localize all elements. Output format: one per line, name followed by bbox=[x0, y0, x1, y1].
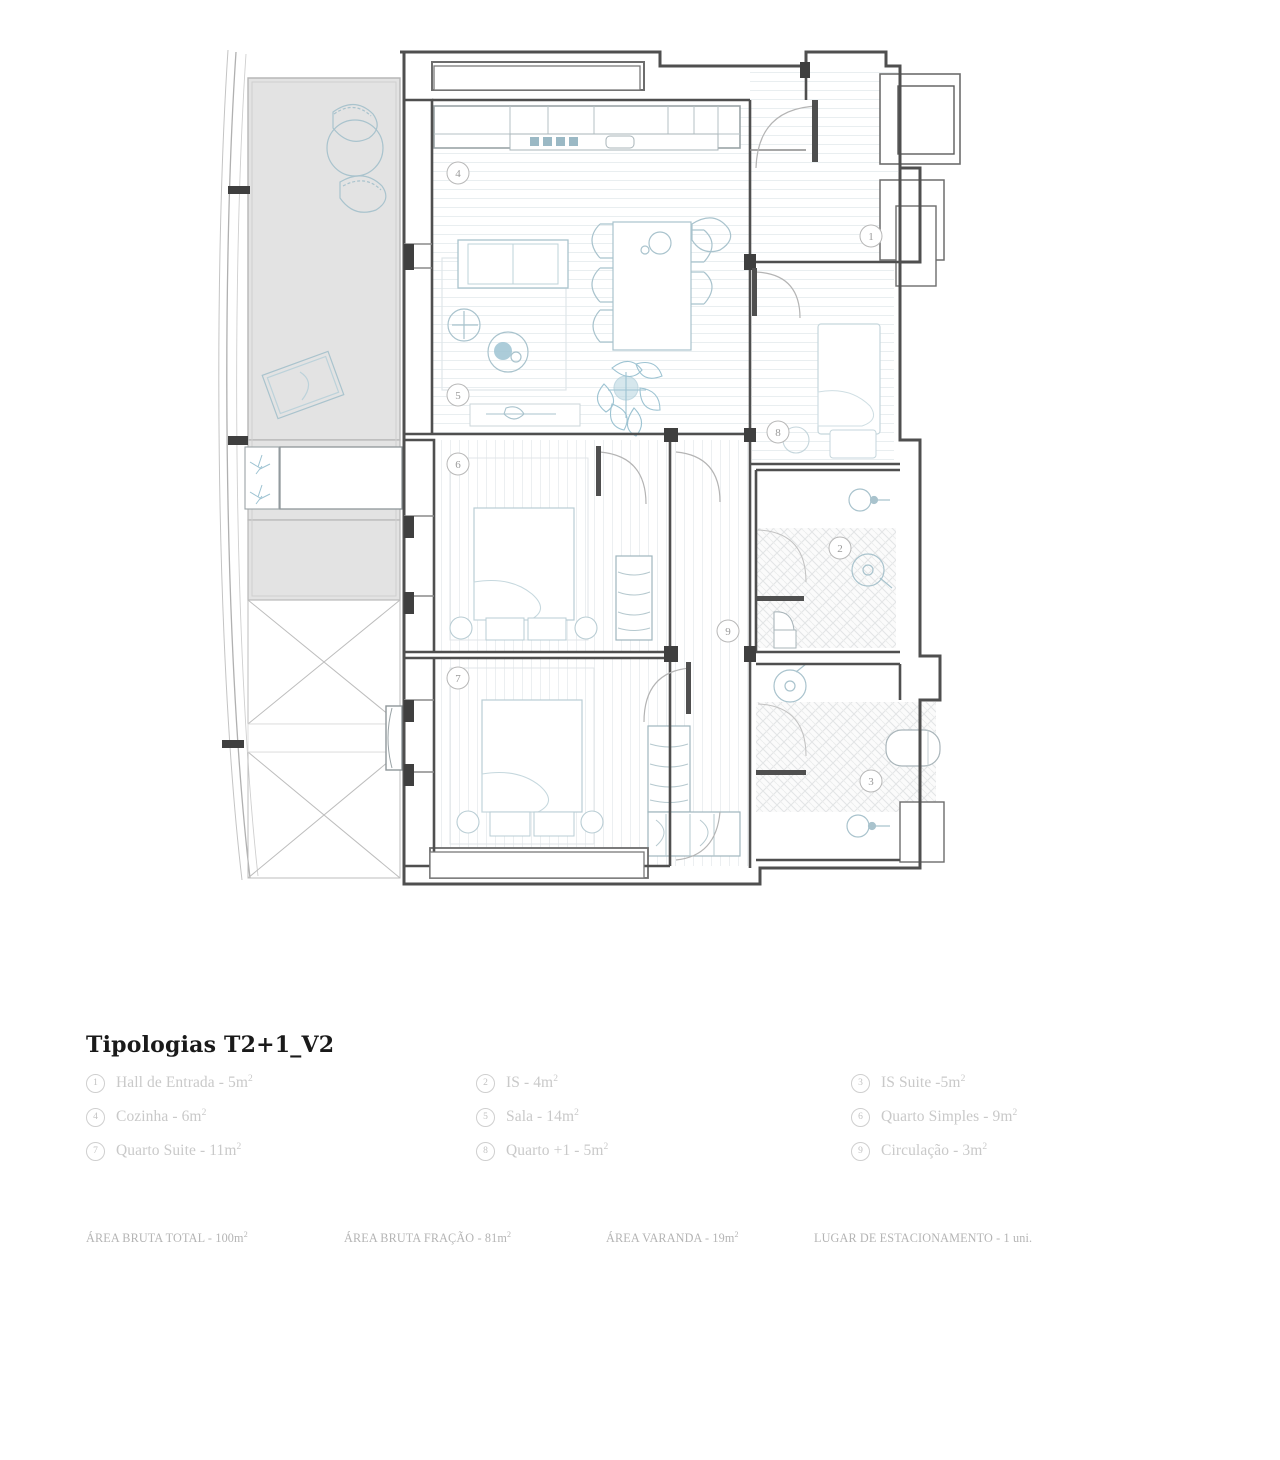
legend-label-6: Quarto Simples - 9m2 bbox=[881, 1108, 1018, 1126]
console-table bbox=[469, 403, 581, 427]
legend: Tipologias T2+1_V2 1 Hall de Entrada - 5… bbox=[86, 1032, 1196, 1161]
legend-badge-4: 4 bbox=[86, 1108, 105, 1127]
bathroom-is-suite bbox=[756, 663, 941, 838]
walls bbox=[400, 50, 942, 886]
balcony-varanda bbox=[218, 49, 403, 881]
bedroom-quarto-simples bbox=[449, 457, 653, 641]
legend-badge-7: 7 bbox=[86, 1142, 105, 1161]
suite-window bbox=[385, 705, 403, 771]
marker-2: 2 bbox=[828, 536, 852, 560]
legend-badge-1: 1 bbox=[86, 1074, 105, 1093]
interior-walls bbox=[404, 66, 902, 868]
sink-3 bbox=[846, 814, 890, 838]
total-lugar-estacionamento: LUGAR DE ESTACIONAMENTO - 1 uni. bbox=[814, 1231, 1033, 1246]
legend-badge-6: 6 bbox=[851, 1108, 870, 1127]
marker-8: 8 bbox=[766, 420, 790, 444]
total-area-bruta-fracao: ÁREA BRUTA FRAÇÃO - 81m2 bbox=[344, 1230, 512, 1246]
marker-6: 6 bbox=[446, 452, 470, 476]
bathtub-3 bbox=[885, 729, 941, 767]
legend-badge-3: 3 bbox=[851, 1074, 870, 1093]
svg-text:7: 7 bbox=[455, 673, 461, 685]
shower-2 bbox=[773, 611, 797, 649]
void-shaft-upper bbox=[247, 599, 401, 725]
sink-2 bbox=[848, 488, 890, 512]
svg-text:8: 8 bbox=[775, 427, 781, 439]
indoor-plant bbox=[596, 360, 663, 437]
marker-5: 5 bbox=[446, 383, 470, 407]
coffee-table-plant bbox=[487, 331, 529, 373]
legend-item-quarto-simples: 6 Quarto Simples - 9m2 bbox=[851, 1108, 1196, 1127]
marker-4: 4 bbox=[446, 161, 470, 185]
bathroom-is bbox=[756, 488, 893, 649]
legend-title: Tipologias T2+1_V2 bbox=[86, 1032, 335, 1058]
kitchen-counter bbox=[433, 105, 741, 151]
bed-single-8 bbox=[817, 323, 881, 459]
windows bbox=[429, 65, 645, 879]
legend-label-1: Hall de Entrada - 5m2 bbox=[116, 1074, 253, 1092]
legend-label-9: Circulação - 3m2 bbox=[881, 1142, 988, 1160]
legend-label-8: Quarto +1 - 5m2 bbox=[506, 1142, 609, 1160]
area-totals: ÁREA BRUTA TOTAL - 100m2 ÁREA BRUTA FRAÇ… bbox=[86, 1230, 1206, 1246]
wall-piers bbox=[404, 62, 810, 786]
marker-7: 7 bbox=[446, 666, 470, 690]
balcony-lounge-chair bbox=[261, 350, 345, 420]
wardrobe-6 bbox=[615, 555, 653, 641]
side-table bbox=[447, 308, 481, 342]
toilet-3 bbox=[773, 663, 807, 703]
legend-badge-8: 8 bbox=[476, 1142, 495, 1161]
svg-text:5: 5 bbox=[455, 390, 461, 402]
bed-double-7 bbox=[456, 699, 604, 837]
legend-label-2: IS - 4m2 bbox=[506, 1074, 559, 1092]
svg-text:1: 1 bbox=[868, 231, 874, 243]
legend-item-quarto-mais-1: 8 Quarto +1 - 5m2 bbox=[476, 1142, 851, 1161]
living-room-sala bbox=[441, 217, 732, 437]
legend-item-sala: 5 Sala - 14m2 bbox=[476, 1108, 851, 1127]
legend-grid: 1 Hall de Entrada - 5m2 2 IS - 4m2 3 IS … bbox=[86, 1074, 1196, 1161]
balcony-planter bbox=[244, 446, 280, 510]
svg-text:6: 6 bbox=[455, 459, 461, 471]
legend-badge-5: 5 bbox=[476, 1108, 495, 1127]
legend-item-cozinha: 4 Cozinha - 6m2 bbox=[86, 1108, 476, 1127]
legend-item-circulacao: 9 Circulação - 3m2 bbox=[851, 1142, 1196, 1161]
legend-label-4: Cozinha - 6m2 bbox=[116, 1108, 207, 1126]
legend-label-5: Sala - 14m2 bbox=[506, 1108, 580, 1126]
doors bbox=[596, 100, 819, 861]
svg-text:3: 3 bbox=[868, 776, 874, 788]
legend-label-7: Quarto Suite - 11m2 bbox=[116, 1142, 242, 1160]
legend-item-hall-de-entrada: 1 Hall de Entrada - 5m2 bbox=[86, 1074, 476, 1093]
marker-9: 9 bbox=[716, 619, 740, 643]
kitchen-hob bbox=[530, 137, 578, 146]
bed-double-6 bbox=[449, 507, 598, 641]
void-shaft-lower bbox=[247, 751, 401, 879]
legend-item-quarto-suite: 7 Quarto Suite - 11m2 bbox=[86, 1142, 476, 1161]
legend-item-is-suite: 3 IS Suite -5m2 bbox=[851, 1074, 1196, 1093]
room-markers: 4 5 1 8 6 2 9 7 3 bbox=[446, 161, 883, 793]
total-area-varanda: ÁREA VARANDA - 19m2 bbox=[606, 1230, 739, 1246]
total-area-bruta-total: ÁREA BRUTA TOTAL - 100m2 bbox=[86, 1230, 248, 1246]
svg-text:9: 9 bbox=[725, 626, 731, 638]
sofa bbox=[457, 239, 569, 289]
legend-label-3: IS Suite -5m2 bbox=[881, 1074, 966, 1092]
legend-badge-9: 9 bbox=[851, 1142, 870, 1161]
balcony-table-chairs bbox=[326, 103, 387, 213]
marker-3: 3 bbox=[859, 769, 883, 793]
svg-text:2: 2 bbox=[837, 543, 843, 555]
svg-text:4: 4 bbox=[455, 168, 461, 180]
legend-item-is: 2 IS - 4m2 bbox=[476, 1074, 851, 1093]
legend-badge-2: 2 bbox=[476, 1074, 495, 1093]
dining-table-chairs bbox=[591, 217, 732, 351]
bedroom-quarto-mais-1 bbox=[782, 323, 881, 459]
toilet-2 bbox=[851, 553, 893, 589]
floor-plan: 4 5 1 8 6 2 9 7 3 bbox=[218, 49, 961, 886]
marker-1: 1 bbox=[859, 224, 883, 248]
